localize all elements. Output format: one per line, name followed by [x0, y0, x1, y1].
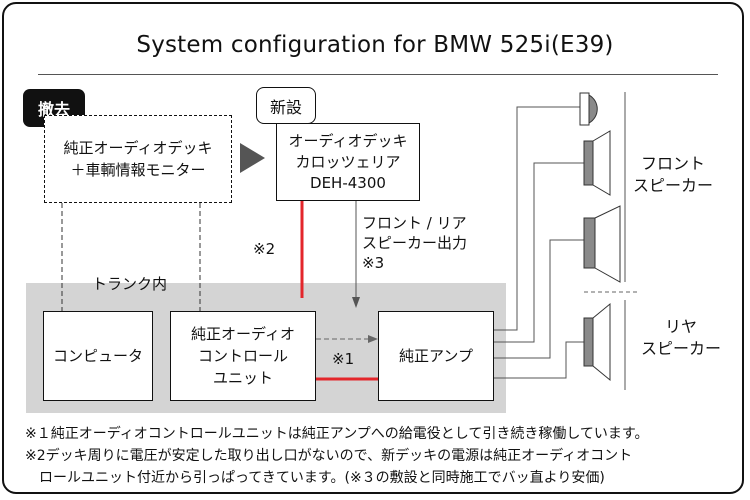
front-speaker-label: フロント スピーカー	[633, 153, 713, 197]
diagram-title: System configuration for BMW 525i(E39)	[136, 32, 614, 58]
control-unit-line1: 純正オーディオ	[191, 325, 295, 343]
footnote-2-cont: ロールユニット付近から引っぱってきています。(※３の敷設と同時施工でバッ直より安…	[25, 470, 605, 486]
new-deck-line1: オーディオデッキ	[288, 131, 408, 150]
footnotes: ※１純正オーディオコントロールユニットは純正アンプへの給電役として引き続き稼働し…	[25, 423, 649, 489]
rear-speaker-line2: スピーカー	[641, 339, 722, 358]
speaker-output-label: フロント / リア スピーカー出力 ※3	[362, 213, 467, 273]
oem-deck-line1: 純正オーディオデッキ	[63, 139, 213, 157]
outer-frame	[2, 2, 744, 494]
rear-speaker-label: リヤ スピーカー	[641, 316, 721, 360]
footnote-2: ※2デッキ周りに電圧が安定した取り出し口がないので、新デッキの電源は純正オーディ…	[25, 448, 633, 464]
speaker-output-line2: スピーカー出力	[362, 234, 468, 252]
front-woofer-speaker-icon	[583, 205, 621, 283]
new-deck-model: DEH-4300	[310, 173, 386, 192]
tweeter-icon	[579, 92, 598, 126]
power-note1-mark: ※1	[332, 350, 355, 368]
new-deck-line2: カロッツェリア	[295, 152, 401, 171]
wire-to-rear	[494, 341, 584, 379]
rear-speaker-line1: リヤ	[665, 317, 698, 336]
oem-deck-unit: 純正オーディオデッキ ＋車輌情報モニター	[44, 115, 232, 203]
front-speaker-line1: フロント	[641, 154, 706, 173]
trunk-label: トランク内	[92, 275, 168, 293]
control-unit-line2: コントロール	[197, 347, 288, 365]
amp-label: 純正アンプ	[399, 347, 473, 365]
front-mid-speaker-icon	[583, 130, 611, 196]
front-speaker-line2: スピーカー	[633, 176, 714, 195]
wire-to-tweeter	[494, 106, 580, 331]
wire-to-front-woofer	[494, 239, 584, 359]
amp-arrow-icon	[368, 335, 378, 343]
control-unit-line3: ユニット	[212, 369, 273, 387]
oem-deck-line2: ＋車輌情報モニター	[70, 161, 206, 179]
speaker-output-note3: ※3	[362, 254, 385, 272]
replace-arrow-icon	[240, 143, 265, 173]
title-rule	[38, 74, 718, 75]
new-deck-unit: オーディオデッキ カロッツェリア DEH-4300	[276, 123, 420, 201]
computer-label: コンピュータ	[52, 347, 143, 365]
oem-amp-unit: 純正アンプ	[378, 311, 494, 401]
rear-speaker-icon	[583, 302, 611, 382]
new-tag: 新設	[256, 87, 316, 124]
control-unit: 純正オーディオ コントロール ユニット	[170, 311, 316, 401]
wire-to-front-mid	[494, 162, 584, 343]
speaker-output-line1: フロント / リア	[362, 214, 467, 232]
output-arrow-icon	[352, 297, 360, 308]
computer-unit: コンピュータ	[43, 311, 153, 401]
power-note2-mark: ※2	[253, 240, 276, 258]
footnote-1: ※１純正オーディオコントロールユニットは純正アンプへの給電役として引き続き稼働し…	[25, 426, 649, 442]
